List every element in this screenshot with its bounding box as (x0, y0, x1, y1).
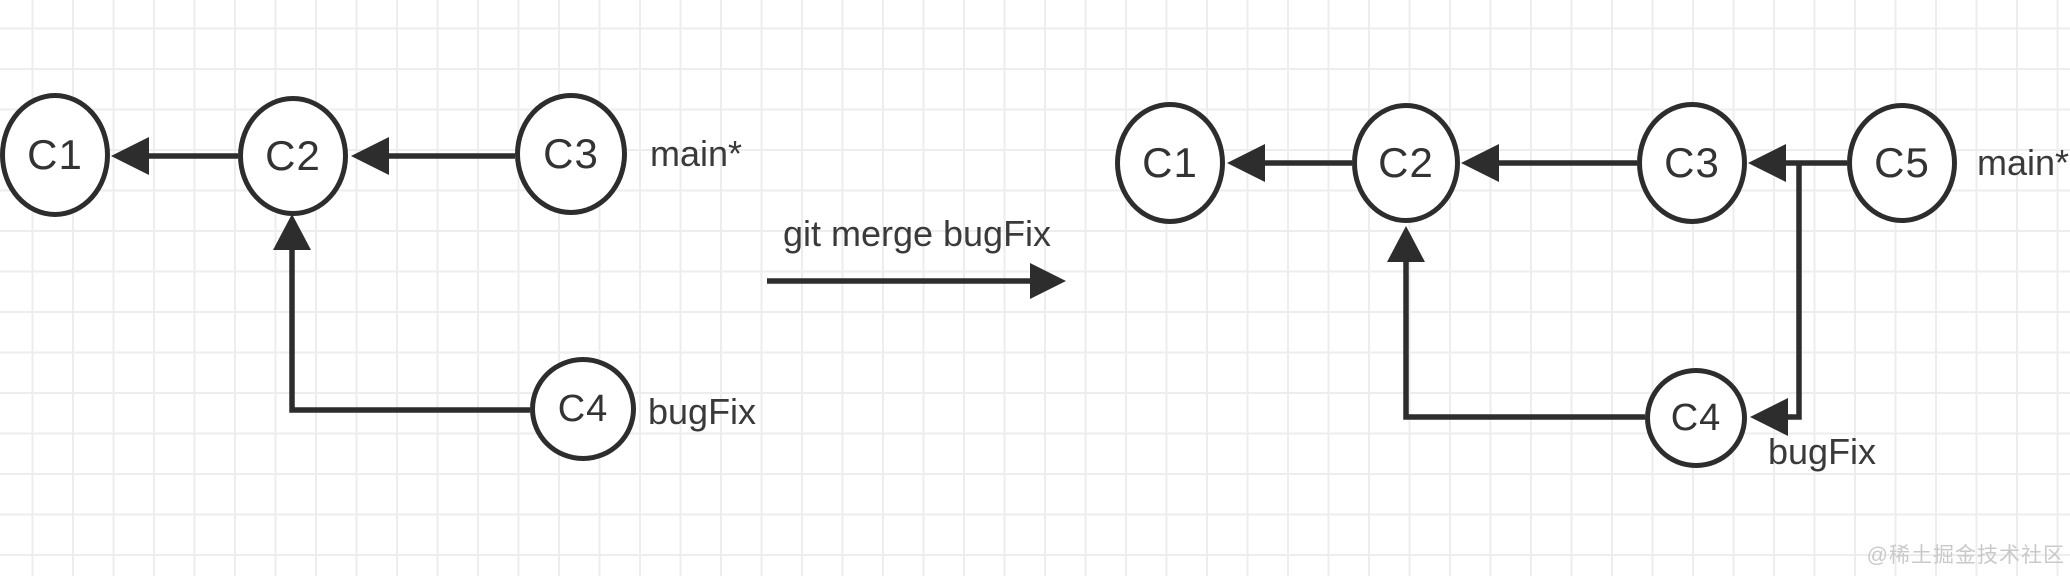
right-branch-label-bugfix: bugFix (1768, 431, 1877, 472)
right-commit-node-c4: C4 (1645, 368, 1747, 468)
left-commit-node-c3: C3 (515, 93, 627, 215)
right-edge-c3-c2-arrowhead-icon (1461, 144, 1499, 182)
right-edge-c4-c2-arrowhead-icon (1387, 226, 1425, 262)
right-edge-c5-c4-arrowhead-icon (1750, 398, 1788, 436)
right-commit-node-c2: C2 (1352, 103, 1460, 223)
left-commit-node-c2: C2 (238, 96, 348, 216)
transition-arrowhead-icon (1030, 263, 1066, 299)
left-edge-c4-c2-arrowhead-icon (273, 214, 311, 250)
left-edge-c3-c2-arrowhead-icon (351, 137, 389, 175)
left-commit-node-c1: C1 (0, 93, 110, 217)
left-commit-node-c4: C4 (530, 357, 636, 461)
left-branch-label-main: main* (650, 133, 743, 174)
merge-command-label: git merge bugFix (782, 213, 1052, 254)
right-branch-label-main: main* (1977, 142, 2070, 183)
left-edge-c4-c2 (289, 250, 530, 413)
right-edge-c5-c4 (1788, 165, 1802, 420)
right-edge-c2-c1-arrowhead-icon (1227, 144, 1265, 182)
right-commit-node-c1: C1 (1115, 102, 1225, 224)
right-edge-c4-c2 (1403, 252, 1645, 420)
left-branch-label-bugfix: bugFix (648, 391, 757, 432)
watermark-text: @稀土掘金技术社区 (1866, 544, 2065, 567)
right-edge-c5-c3-arrowhead-icon (1748, 144, 1786, 182)
left-edge-c2-c1-arrowhead-icon (111, 137, 149, 175)
right-commit-node-c5: C5 (1847, 103, 1957, 223)
right-commit-node-c3: C3 (1637, 102, 1747, 224)
